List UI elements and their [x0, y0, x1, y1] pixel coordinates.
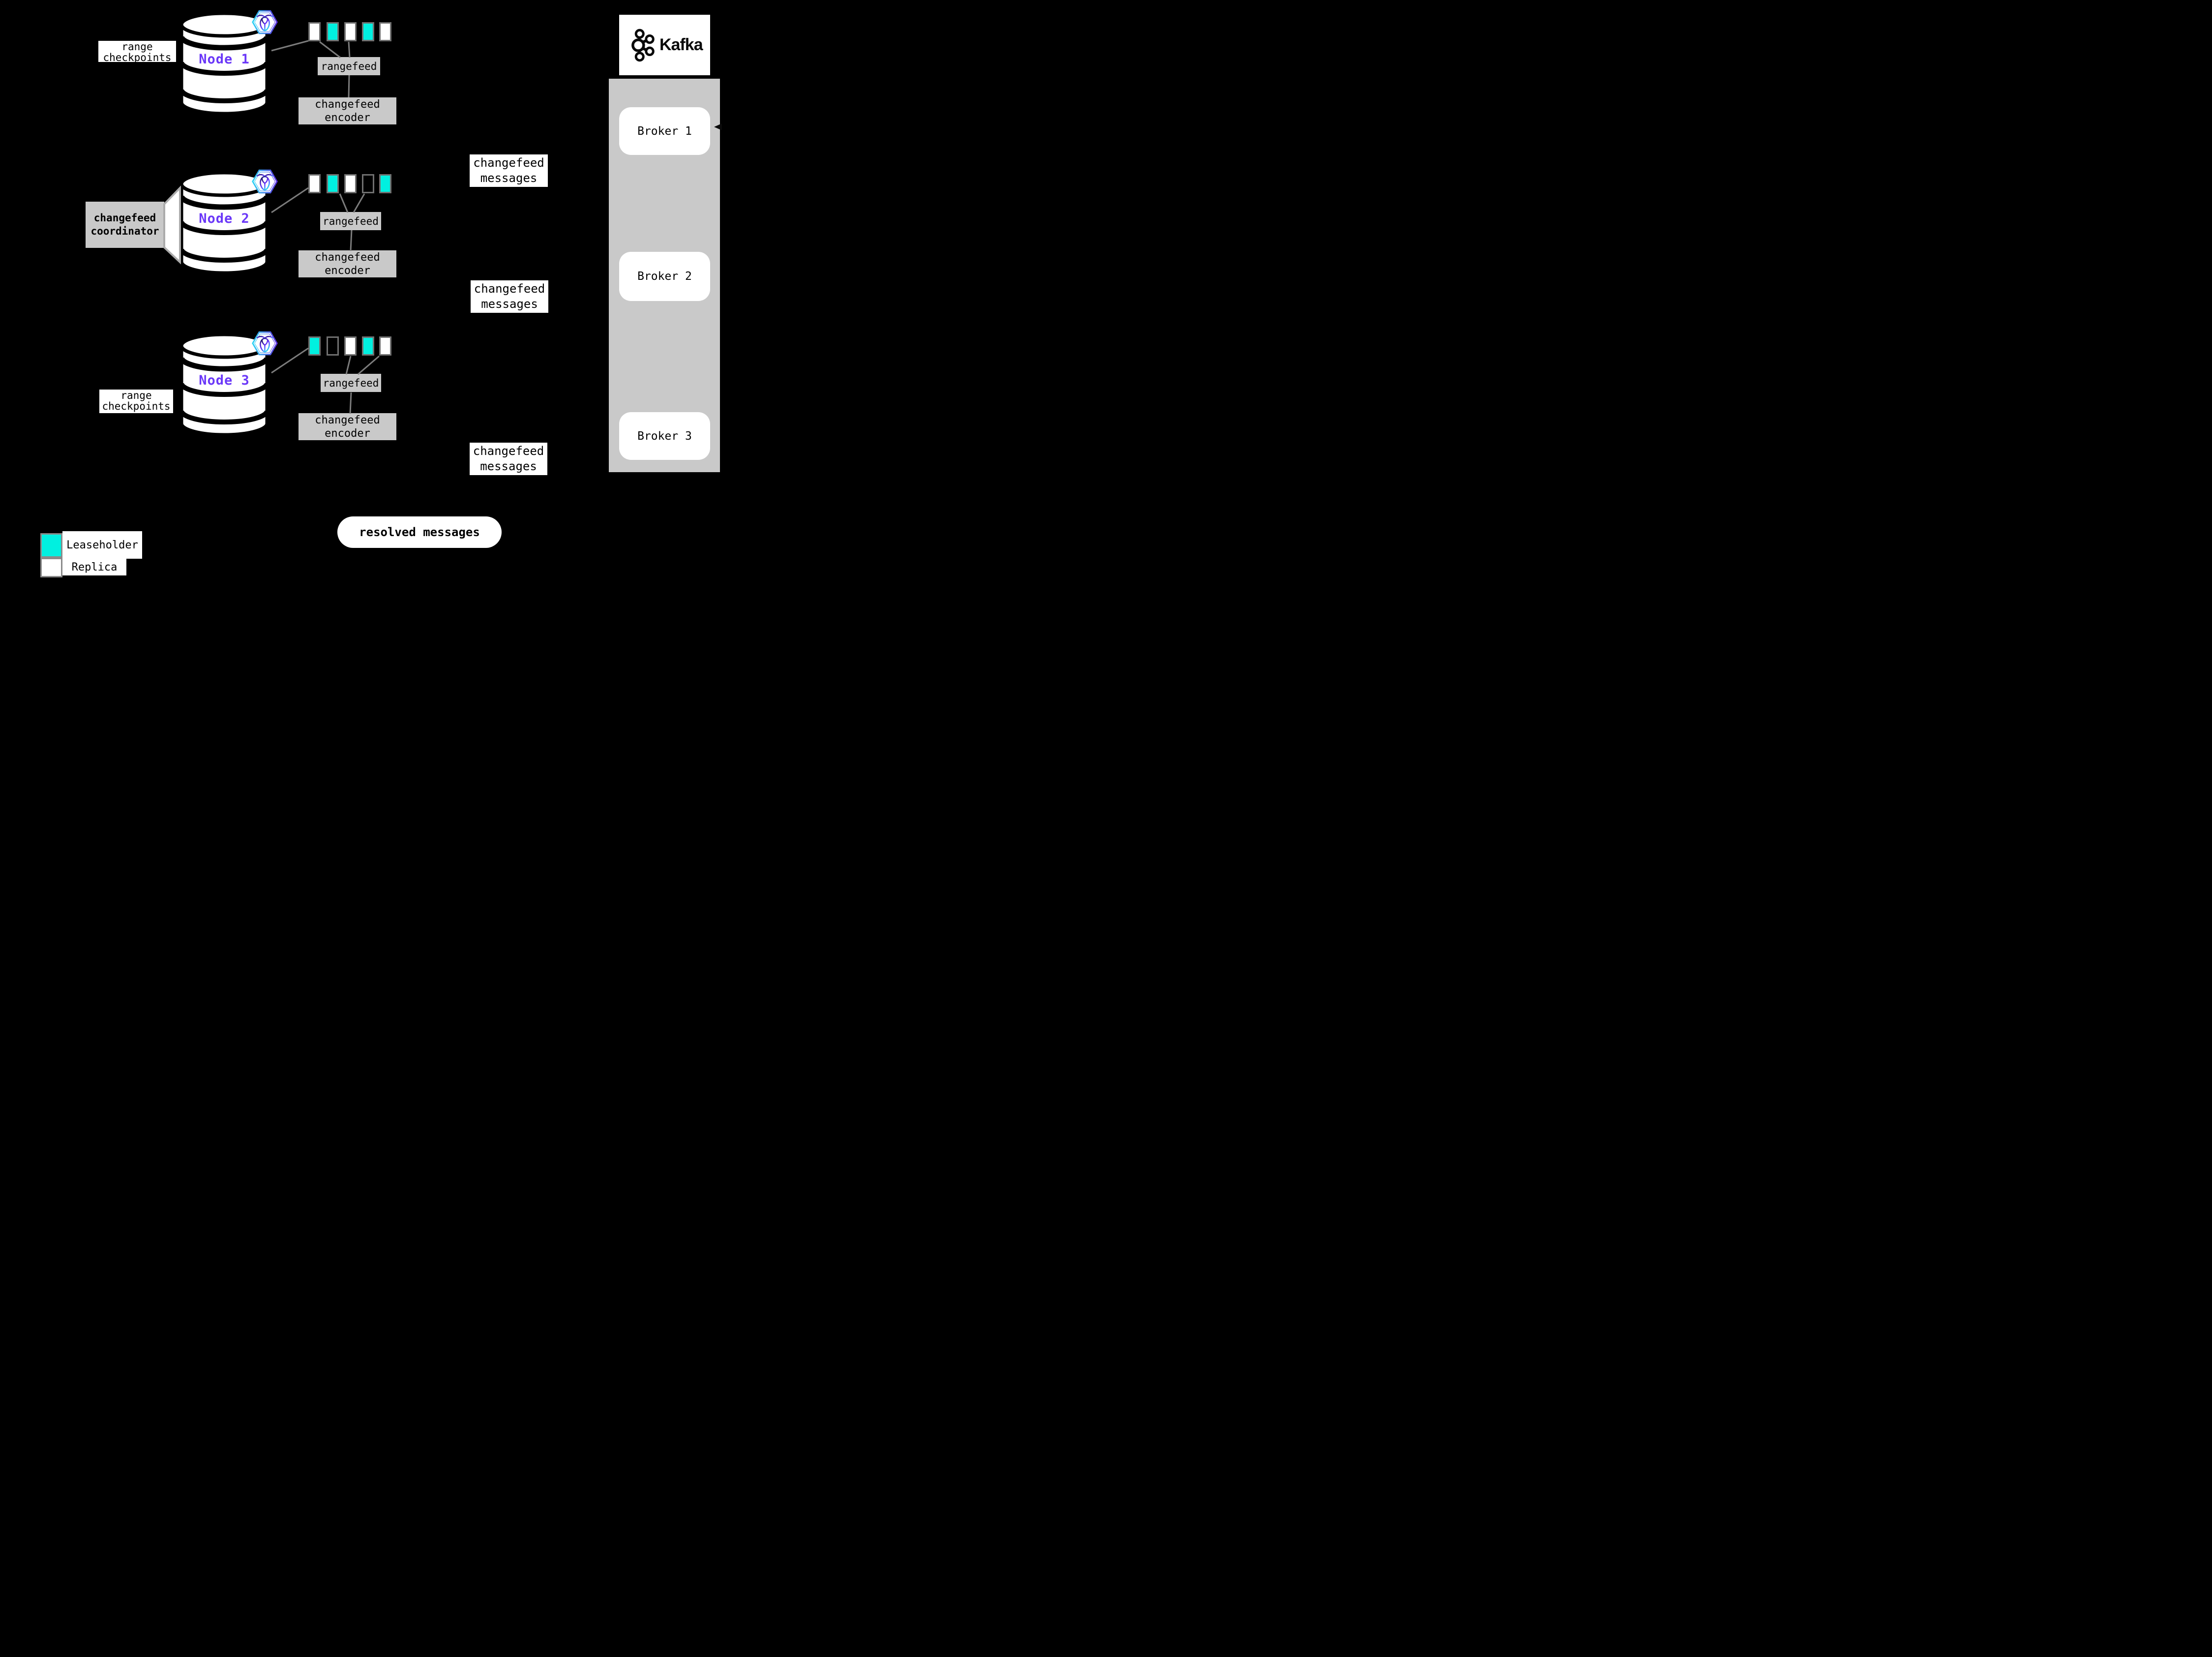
node-2-name: Node 2	[199, 211, 250, 226]
broker-2: Broker 2	[619, 252, 710, 301]
connector-line	[349, 392, 352, 414]
legend-replica-label-box: Replica	[62, 559, 126, 575]
connector-line	[339, 193, 349, 213]
changefeed-coordinator-box: changefeed coordinator	[86, 202, 164, 248]
range-square	[344, 336, 357, 356]
range-square	[308, 174, 321, 193]
range-square	[379, 336, 391, 356]
range-square	[344, 22, 357, 41]
broker-2-label: Broker 2	[637, 270, 692, 283]
legend-leaseholder-label-box: Leaseholder	[62, 531, 142, 559]
kafka-icon	[629, 28, 658, 62]
connector-line	[271, 347, 309, 374]
kafka-logo-box: Kafka	[619, 15, 710, 75]
changefeed-architecture-diagram: Kafka Broker 1 Broker 2 Broker 3 Node 1 …	[0, 0, 771, 577]
range-square	[327, 174, 339, 193]
broker-3: Broker 3	[619, 412, 710, 460]
connector-line	[350, 230, 353, 251]
changefeed-messages-label-3: changefeed messages	[470, 443, 547, 475]
node-2-cylinder	[179, 171, 269, 274]
broker-1-label: Broker 1	[637, 124, 692, 138]
range-checkpoints-label-2: range checkpoints	[99, 390, 173, 413]
broker-3-label: Broker 3	[637, 429, 692, 443]
rangefeed-box-3: rangefeed	[321, 374, 381, 392]
rangefeed-box-1: rangefeed	[318, 57, 380, 75]
range-square	[379, 174, 391, 193]
coordinator-flag	[163, 185, 181, 265]
rangefeed-box-2: rangefeed	[320, 212, 381, 230]
range-square	[344, 174, 357, 193]
cockroachdb-icon	[252, 10, 278, 34]
changefeed-messages-label-1: changefeed messages	[470, 154, 548, 187]
legend-replica-swatch	[40, 558, 62, 577]
changefeed-encoder-box-1: changefeed encoder	[299, 97, 396, 124]
range-square	[362, 336, 374, 356]
connector-line	[353, 193, 365, 213]
connector-line	[319, 41, 341, 59]
node-3-cylinder	[179, 332, 269, 436]
node-3-name: Node 3	[199, 373, 250, 388]
changefeed-encoder-box-3: changefeed encoder	[299, 413, 396, 440]
range-square	[379, 22, 391, 41]
cockroachdb-icon	[252, 331, 278, 356]
range-square	[327, 336, 339, 356]
legend-replica-label: Replica	[71, 561, 118, 573]
range-square	[362, 22, 374, 41]
legend-leaseholder-swatch	[40, 533, 62, 558]
connector-line	[348, 41, 351, 58]
connector-line	[271, 40, 309, 52]
range-square	[327, 22, 339, 41]
legend-leaseholder-label: Leaseholder	[66, 539, 138, 551]
range-square	[362, 174, 374, 193]
node-1-name: Node 1	[199, 52, 250, 67]
connector-line	[358, 355, 380, 375]
changefeed-encoder-box-2: changefeed encoder	[299, 250, 396, 277]
cockroachdb-icon	[252, 169, 278, 194]
resolved-messages-pill: resolved messages	[337, 516, 502, 548]
connector-line	[345, 356, 352, 375]
arrowhead-icon	[714, 123, 722, 130]
changefeed-messages-label-2: changefeed messages	[471, 280, 548, 313]
connector-lines	[163, 40, 722, 414]
range-checkpoints-label-1: range checkpoints	[98, 41, 176, 62]
range-square	[308, 336, 321, 356]
kafka-wordmark: Kafka	[659, 35, 703, 54]
broker-1: Broker 1	[619, 107, 710, 155]
connector-line	[271, 187, 309, 213]
node-1-cylinder	[179, 11, 269, 115]
range-square	[308, 22, 321, 41]
